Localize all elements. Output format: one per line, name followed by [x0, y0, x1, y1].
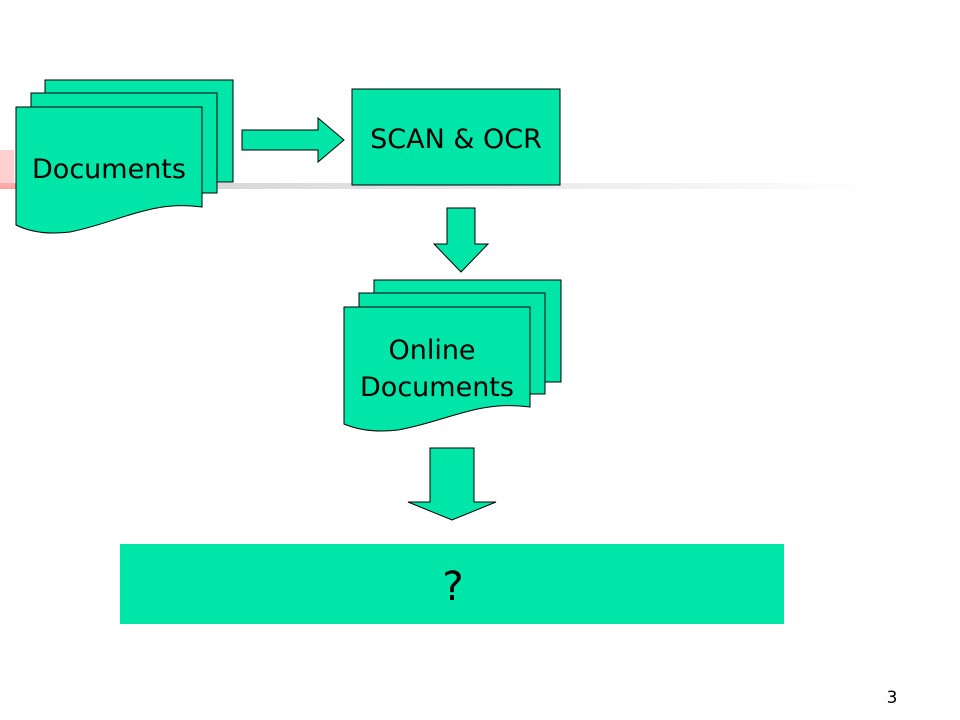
arrow-scan-to-online [432, 207, 490, 273]
scan-ocr-node: SCAN & OCR [351, 88, 561, 186]
result-node: ? [120, 544, 784, 624]
documents-sheet-front [15, 106, 203, 234]
result-box [120, 544, 784, 624]
scan-ocr-label: SCAN & OCR [370, 124, 542, 155]
online-documents-label-line1: Online [388, 335, 475, 366]
result-label: ? [442, 564, 463, 610]
online-documents-sheet-front [343, 306, 531, 432]
documents-label: Documents [32, 154, 186, 185]
online-documents-stack: Online Documents [343, 279, 562, 432]
scan-ocr-box [351, 88, 561, 186]
documents-stack: Documents [15, 79, 234, 234]
online-documents-label-line2: Documents [360, 372, 514, 403]
arrow-online-to-result [407, 447, 497, 521]
header-rule [0, 183, 880, 189]
header-rule-accent [0, 150, 14, 186]
arrow-documents-to-scan [241, 116, 345, 164]
slide-number: 3 [886, 688, 898, 708]
